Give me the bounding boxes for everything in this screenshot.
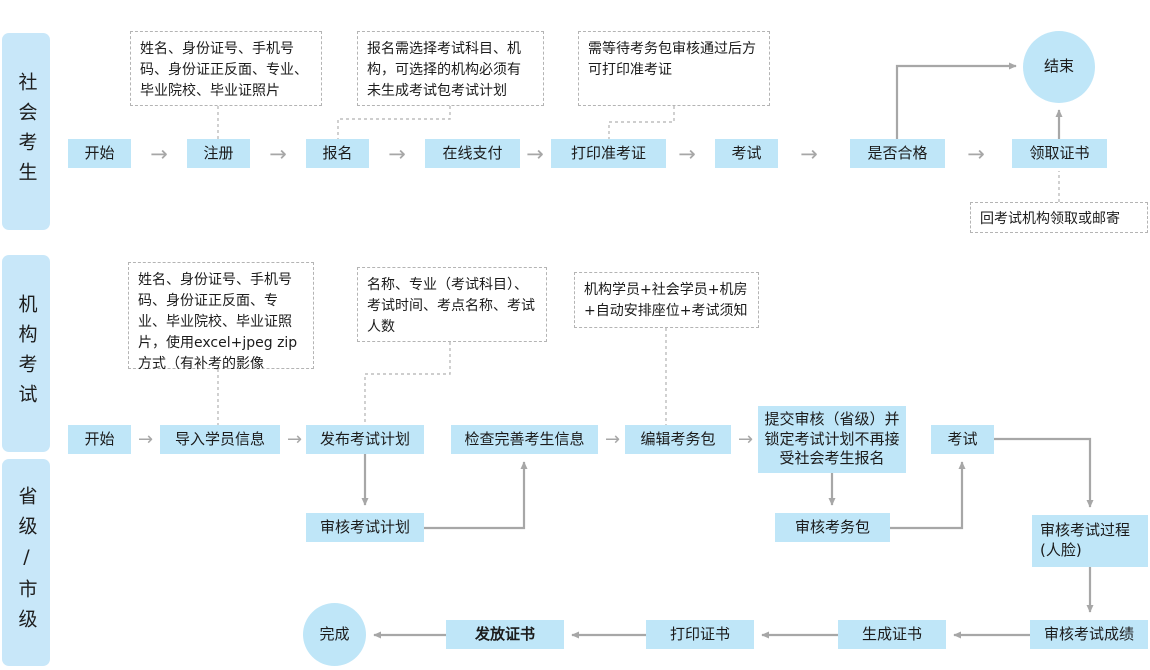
node-label: 完成 bbox=[319, 624, 350, 643]
note-text: 回考试机构领取或邮寄 bbox=[980, 211, 1120, 227]
node-audit-exam-score[interactable]: 审核考试成绩 bbox=[1030, 620, 1148, 649]
node-end-social[interactable]: 结束 bbox=[1023, 31, 1095, 103]
node-label: 发放证书 bbox=[474, 624, 535, 643]
node-label: 开始 bbox=[84, 143, 115, 162]
arrow-right-icon: → bbox=[678, 141, 696, 166]
node-label: 考试 bbox=[731, 143, 762, 162]
arrow-register-to-signup: → bbox=[264, 142, 292, 166]
note-register-fields: 姓名、身份证号、手机号码、身份证正反面、专业、毕业院校、毕业证照片 bbox=[130, 31, 322, 106]
arrow-check-to-editpkg: → bbox=[600, 428, 625, 452]
node-finish[interactable]: 完成 bbox=[303, 603, 366, 666]
node-label: 导入学员信息 bbox=[174, 429, 265, 448]
node-print-admission-ticket[interactable]: 打印准考证 bbox=[551, 139, 666, 168]
node-label: 审核考务包 bbox=[794, 517, 870, 536]
node-label: 审核考试过程(人脸) bbox=[1040, 521, 1131, 559]
note-text: 姓名、身份证号、手机号码、身份证正反面、专业、毕业院校、毕业证照片 bbox=[140, 41, 308, 99]
arrow-right-icon: → bbox=[526, 141, 544, 166]
arrow-signup-to-payment: → bbox=[383, 142, 411, 166]
node-label: 是否合格 bbox=[867, 143, 928, 162]
node-start-social[interactable]: 开始 bbox=[68, 139, 131, 168]
note-text: 姓名、身份证号、手机号码、身份证正反面、专业、毕业院校、毕业证照片，使用exce… bbox=[138, 272, 298, 372]
note-signup-rules: 报名需选择考试科目、机构，可选择的机构必须有未生成考试包考试计划 bbox=[357, 31, 544, 106]
arrow-exam-to-qualified: → bbox=[795, 142, 823, 166]
node-is-qualified[interactable]: 是否合格 bbox=[850, 139, 945, 168]
arrow-right-icon: → bbox=[737, 429, 754, 450]
node-label: 编辑考务包 bbox=[640, 429, 716, 448]
note-text: 名称、专业（考试科目）、考试时间、考点名称、考试人数 bbox=[367, 277, 535, 335]
arrow-start-to-import: → bbox=[133, 428, 158, 452]
lane-label: 机构考试 bbox=[15, 293, 38, 414]
node-label: 打印证书 bbox=[669, 624, 730, 643]
lane-label: 社会考生 bbox=[15, 71, 38, 192]
arrow-qualified-to-collect: → bbox=[962, 142, 990, 166]
node-label: 在线支付 bbox=[442, 143, 503, 162]
node-print-certificate[interactable]: 打印证书 bbox=[646, 620, 754, 649]
node-label: 打印准考证 bbox=[570, 143, 646, 162]
node-exam-org[interactable]: 考试 bbox=[931, 425, 994, 454]
arrow-start-to-register: → bbox=[145, 142, 173, 166]
note-collect-certificate: 回考试机构领取或邮寄 bbox=[970, 202, 1148, 233]
node-online-payment[interactable]: 在线支付 bbox=[425, 139, 520, 168]
dotted-publish-note bbox=[364, 342, 451, 425]
node-label: 生成证书 bbox=[861, 624, 922, 643]
arrow-right-icon: → bbox=[967, 141, 985, 166]
arrow-payment-to-print: → bbox=[521, 142, 549, 166]
node-audit-exam-plan[interactable]: 审核考试计划 bbox=[306, 513, 424, 542]
arrow-right-icon: → bbox=[604, 429, 621, 450]
line-exam-to-auditprocess bbox=[994, 437, 1094, 508]
lane-label: 省级/市级 bbox=[15, 486, 38, 639]
node-label: 检查完善考生信息 bbox=[464, 429, 585, 448]
line-qualified-to-end bbox=[895, 62, 1017, 139]
node-label: 结束 bbox=[1043, 57, 1074, 76]
node-check-candidate-info[interactable]: 检查完善考生信息 bbox=[451, 425, 598, 454]
node-collect-certificate[interactable]: 领取证书 bbox=[1012, 139, 1107, 168]
arrow-print-to-exam: → bbox=[673, 142, 701, 166]
node-audit-exam-package[interactable]: 审核考务包 bbox=[775, 513, 890, 542]
node-issue-certificate[interactable]: 发放证书 bbox=[446, 620, 564, 649]
node-label: 注册 bbox=[203, 143, 234, 162]
node-label: 提交审核（省级）并锁定考试计划不再接受社会考生报名 bbox=[764, 409, 900, 468]
node-audit-exam-process-face[interactable]: 审核考试过程(人脸) bbox=[1032, 515, 1148, 567]
arrow-right-icon: → bbox=[800, 141, 818, 166]
node-submit-audit-lock-plan[interactable]: 提交审核（省级）并锁定考试计划不再接受社会考生报名 bbox=[758, 406, 906, 473]
note-edit-exam-package: 机构学员+社会学员+机房+自动安排座位+考试须知 bbox=[574, 272, 759, 328]
arrow-right-icon: → bbox=[150, 141, 168, 166]
node-generate-certificate[interactable]: 生成证书 bbox=[838, 620, 946, 649]
arrow-right-icon: → bbox=[269, 141, 287, 166]
note-publish-plan-fields: 名称、专业（考试科目）、考试时间、考点名称、考试人数 bbox=[357, 267, 547, 342]
note-text: 需等待考务包审核通过后方可打印准考证 bbox=[588, 41, 756, 78]
note-print-admission: 需等待考务包审核通过后方可打印准考证 bbox=[578, 31, 770, 106]
arrow-right-icon: → bbox=[388, 141, 406, 166]
note-text: 报名需选择考试科目、机构，可选择的机构必须有未生成考试包考试计划 bbox=[367, 41, 521, 99]
lane-social-candidate: 社会考生 bbox=[2, 33, 50, 230]
node-label: 领取证书 bbox=[1029, 143, 1090, 162]
node-edit-exam-package[interactable]: 编辑考务包 bbox=[625, 425, 731, 454]
node-register[interactable]: 注册 bbox=[187, 139, 250, 168]
dotted-print-note bbox=[608, 106, 675, 139]
node-label: 考试 bbox=[947, 429, 978, 448]
arrow-right-icon: → bbox=[286, 429, 303, 450]
node-start-org[interactable]: 开始 bbox=[68, 425, 131, 454]
arrow-import-to-publish: → bbox=[282, 428, 307, 452]
lane-province-city: 省级/市级 bbox=[2, 459, 50, 666]
node-label: 审核考试计划 bbox=[319, 517, 410, 536]
lane-organization-exam: 机构考试 bbox=[2, 255, 50, 452]
node-signup[interactable]: 报名 bbox=[306, 139, 369, 168]
node-exam-social[interactable]: 考试 bbox=[715, 139, 778, 168]
node-label: 发布考试计划 bbox=[319, 429, 410, 448]
note-import-student-fields: 姓名、身份证号、手机号码、身份证正反面、专业、毕业院校、毕业证照片，使用exce… bbox=[128, 262, 314, 372]
node-label: 开始 bbox=[84, 429, 115, 448]
node-label: 报名 bbox=[322, 143, 353, 162]
node-label: 审核考试成绩 bbox=[1043, 624, 1134, 643]
arrow-editpkg-to-submit: → bbox=[733, 428, 758, 452]
note-text: 机构学员+社会学员+机房+自动安排座位+考试须知 bbox=[584, 282, 748, 319]
node-publish-exam-plan[interactable]: 发布考试计划 bbox=[306, 425, 424, 454]
line-auditplan-to-check bbox=[424, 461, 528, 530]
dotted-signup-note bbox=[337, 106, 451, 139]
arrow-right-icon: → bbox=[137, 429, 154, 450]
node-import-student-info[interactable]: 导入学员信息 bbox=[160, 425, 280, 454]
